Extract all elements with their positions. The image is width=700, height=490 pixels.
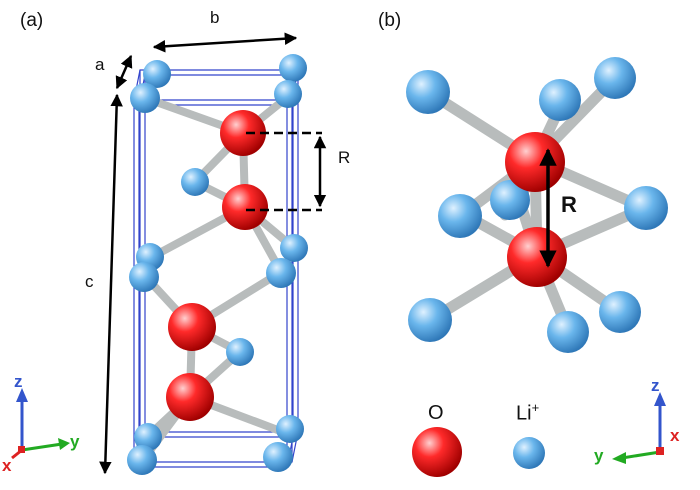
panel-a-o-atoms (166, 110, 268, 421)
li-atom (280, 234, 308, 262)
panel-b-axis-y-label: y (594, 446, 604, 465)
li-atom (624, 186, 668, 230)
lattice-a-label: a (95, 55, 105, 74)
li-atom (539, 79, 581, 121)
li-atom (279, 54, 307, 82)
li-atom (594, 57, 636, 99)
li-atom (438, 194, 482, 238)
a-arrow (115, 54, 133, 90)
o-atom (507, 227, 567, 287)
legend-lithium-charge: + (531, 400, 540, 415)
b-arrow (152, 32, 298, 53)
o-atom (505, 132, 565, 192)
panel-b-label: (b) (378, 10, 402, 31)
li-atom (599, 291, 641, 333)
li-atom (490, 180, 530, 220)
o-atom (222, 184, 268, 230)
li-atom (181, 168, 209, 196)
panel-a-axis-z-label: z (14, 372, 23, 391)
legend-lithium-symbol: Li (516, 402, 532, 425)
r-distance-bracket (246, 131, 327, 212)
panel-a-axis-triad (11, 388, 70, 460)
legend-oxygen-swatch (412, 427, 462, 477)
legend-lithium-label: Li+ (516, 400, 539, 426)
li-atom (547, 311, 589, 353)
li-atom (406, 70, 450, 114)
panel-b-axis-x-label: x (670, 426, 680, 445)
li-atom (129, 262, 159, 292)
li-atom (134, 423, 162, 451)
panel-b-axis-z-label: z (651, 376, 660, 395)
panel-a-structure (11, 32, 327, 475)
lattice-dimension-arrows (99, 32, 298, 475)
li-atom (143, 60, 171, 88)
li-atom (266, 258, 296, 288)
lattice-c-label: c (85, 272, 94, 291)
panel-a-li-atoms (127, 54, 308, 475)
li-atom (263, 442, 293, 472)
o-atom (168, 303, 216, 351)
panel-a-axis-x-label: x (2, 456, 12, 475)
panel-b-structure (406, 57, 668, 477)
distance-r-label-b: R (561, 192, 577, 217)
li-atom (408, 298, 452, 342)
panel-a-axis-y-label: y (70, 432, 80, 451)
o-atom (220, 110, 266, 156)
panel-a-label: (a) (20, 10, 44, 31)
li-atom (130, 83, 160, 113)
legend-lithium-swatch (513, 437, 545, 469)
li-atom (226, 338, 254, 366)
distance-r-label-a: R (338, 148, 351, 167)
lattice-b-label: b (210, 8, 220, 27)
li-atom (127, 445, 157, 475)
li-atom (274, 80, 302, 108)
panel-b-axis-triad (612, 392, 666, 464)
o-atom (166, 373, 214, 421)
c-arrow (99, 93, 123, 475)
li-atom (276, 415, 304, 443)
legend-oxygen-label: O (428, 402, 444, 424)
panel-b-li-atoms (406, 57, 668, 353)
